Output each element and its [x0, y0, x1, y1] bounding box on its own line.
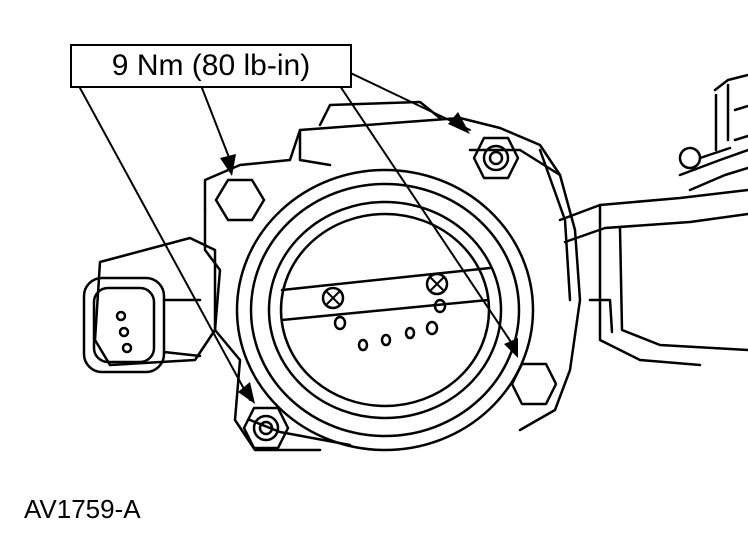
bolt-top-left: [214, 178, 266, 222]
throttle-plate: [280, 266, 492, 352]
figure-id-label: AV1759-A: [24, 494, 141, 524]
tps-connector: [82, 236, 217, 374]
bolt-bottom-left: [242, 406, 290, 450]
throttle-body-housing: [203, 100, 582, 452]
torque-spec-callout: 9 Nm (80 lb-in): [70, 44, 352, 88]
callout-leader-lines: [79, 67, 516, 401]
callout-arrowheads: [220, 112, 518, 404]
bolt-bottom-right: [510, 362, 558, 406]
throttle-linkage-bracket: [558, 73, 748, 367]
bolt-top-right: [472, 136, 520, 180]
